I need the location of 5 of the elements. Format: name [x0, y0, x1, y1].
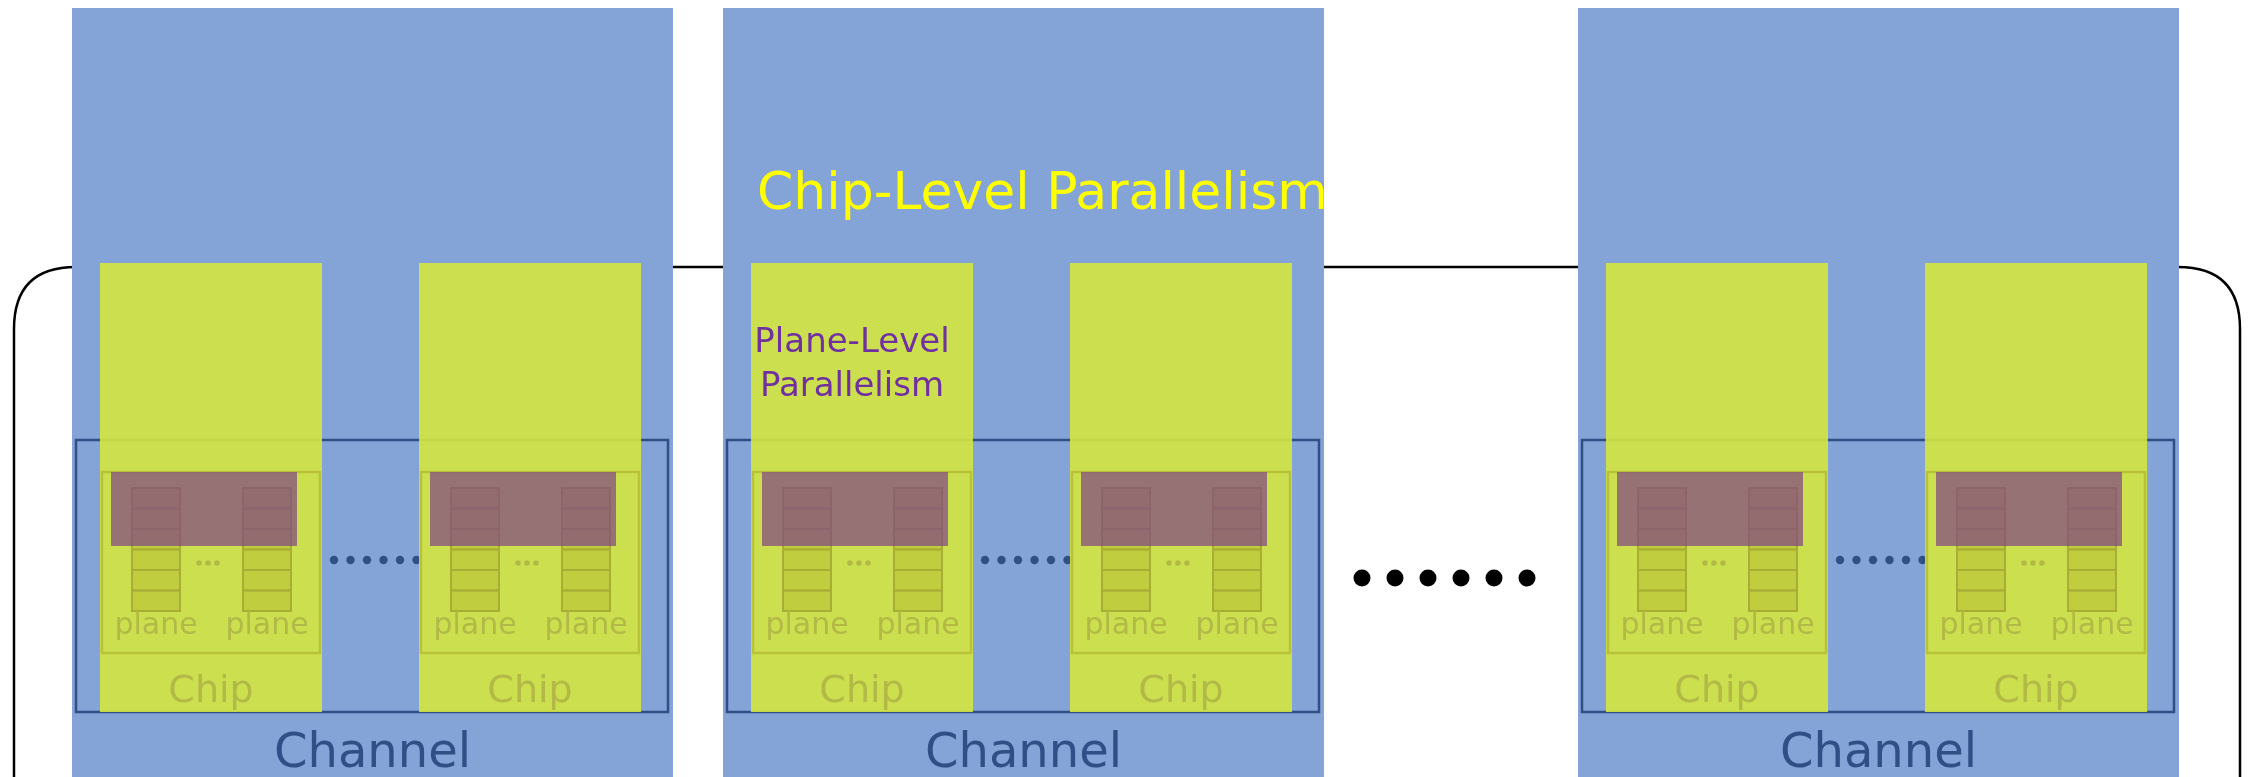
- channel-label: Channel: [1778, 726, 1979, 774]
- channel-label: Channel: [272, 726, 473, 774]
- annotation-text: Plane-Level Parallelism: [753, 319, 951, 407]
- channel-label: Channel: [923, 726, 1124, 774]
- heading-text: Chip-Level Parallelism: [757, 160, 1327, 223]
